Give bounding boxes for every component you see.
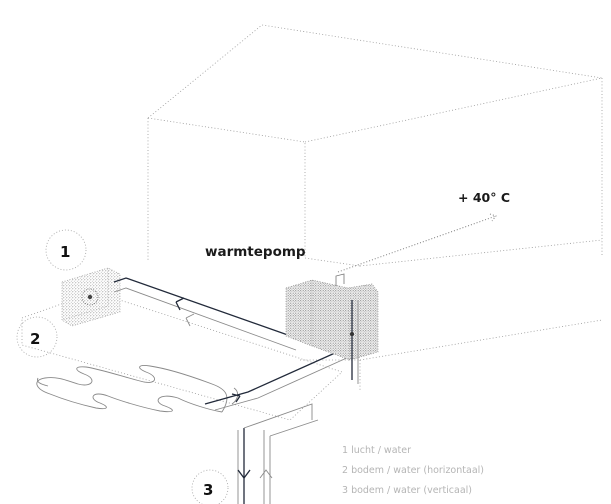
flow-arrow-icon <box>259 469 273 479</box>
pipes-vertical-loop <box>237 403 319 504</box>
legend-item-1: 1 lucht / water <box>342 445 411 456</box>
marker-1-label: 1 <box>60 243 70 261</box>
marker-2: 2 <box>16 316 58 358</box>
arrow-head-icon <box>489 213 497 222</box>
marker-1: 1 <box>45 229 87 271</box>
flow-arrow-icon <box>175 297 185 311</box>
marker-2-label: 2 <box>30 330 40 348</box>
marker-3: 3 <box>191 469 229 504</box>
flow-arrow-icon <box>231 393 241 403</box>
heat-pump-unit <box>285 273 379 384</box>
heat-output-line <box>337 213 497 273</box>
flow-arrow-icon <box>237 469 251 480</box>
pipes-air-loop <box>113 277 303 351</box>
outdoor-unit <box>61 267 121 327</box>
temperature-label: + 40° C <box>458 190 510 205</box>
legend-item-3: 3 bodem / water (verticaal) <box>342 485 472 496</box>
legend-item-2: 2 bodem / water (horizontaal) <box>342 465 484 476</box>
marker-3-label: 3 <box>203 481 213 499</box>
pipes-floor-loop <box>204 343 361 411</box>
heat-pump-label: warmtepomp <box>205 244 306 260</box>
legend: 1 lucht / water 2 bodem / water (horizon… <box>342 445 484 496</box>
floor-heating-coil <box>36 365 239 413</box>
flow-arrow-icon <box>185 313 195 327</box>
house-outline <box>147 24 603 390</box>
